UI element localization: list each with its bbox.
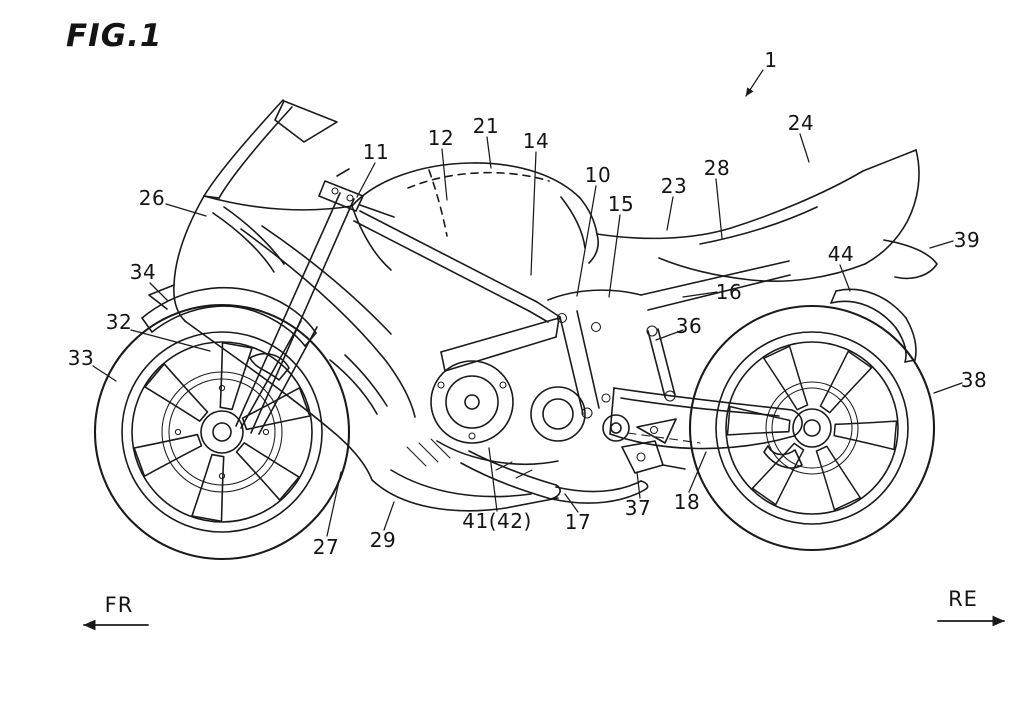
ref-label-12: 12 (427, 126, 455, 150)
rear-shock (636, 325, 677, 444)
exhaust (460, 450, 649, 504)
leader-11 (356, 162, 376, 198)
leader-24 (799, 133, 810, 163)
rear-wheel (688, 304, 936, 552)
ref-label-39: 39 (953, 228, 981, 252)
leader-34 (149, 282, 169, 302)
ref-label-18: 18 (673, 490, 701, 514)
ref-label-44: 44 (827, 242, 855, 266)
motorcycle-drawing (83, 69, 1005, 631)
leader-27 (326, 471, 342, 537)
leader-29 (383, 501, 395, 531)
leader-23 (666, 196, 674, 231)
ref-label-37: 37 (624, 496, 652, 520)
ref-label-21: 21 (472, 114, 500, 138)
seat-tail (596, 149, 938, 283)
front-fender (141, 286, 317, 347)
rear-hugger (830, 288, 917, 363)
leader-38 (933, 382, 963, 394)
leader-15 (608, 214, 621, 298)
leader-26 (165, 203, 207, 217)
engine (430, 317, 586, 466)
frame (353, 210, 791, 419)
leader-17 (564, 493, 579, 513)
leader-14 (530, 151, 537, 276)
leader-44 (839, 264, 851, 292)
ref-label-33: 33 (67, 346, 95, 370)
ref-label-38: 38 (960, 368, 988, 392)
leader-37 (636, 471, 641, 499)
swingarm (602, 387, 803, 469)
ref-label-11: 11 (362, 140, 390, 164)
front-direction-label: FR (104, 593, 134, 617)
leader-33 (92, 365, 117, 382)
ref-label-36: 36 (675, 314, 703, 338)
ref-label-32: 32 (105, 310, 133, 334)
leader-lines (92, 69, 963, 537)
ref-label-17: 17 (564, 510, 592, 534)
rear-direction-label: RE (948, 587, 978, 611)
leader-28 (715, 178, 723, 239)
leader-41-42 (488, 447, 498, 512)
leader-39 (929, 240, 954, 249)
ref-label-24: 24 (787, 111, 815, 135)
leader-16 (682, 291, 718, 298)
ref-label-34: 34 (129, 260, 157, 284)
leader-21 (486, 136, 492, 169)
ref-label-23: 23 (660, 174, 688, 198)
fuel-tank (351, 162, 599, 271)
ref-label-29: 29 (369, 528, 397, 552)
leader-32 (130, 329, 211, 352)
direction-arrows (83, 615, 1005, 631)
front-fork (235, 168, 395, 435)
front-fairing (148, 99, 559, 512)
ref-label-14: 14 (522, 129, 550, 153)
ref-label-41-42: 41(42) (462, 509, 532, 533)
leader-18 (688, 451, 707, 493)
leader-12 (441, 148, 448, 201)
front-wheel (93, 303, 351, 561)
ref-label-15: 15 (607, 192, 635, 216)
leader-10 (576, 185, 597, 297)
leader-36 (655, 329, 684, 341)
ref-label-10: 10 (584, 163, 612, 187)
footpeg-bracket (621, 440, 686, 474)
ref-label-16: 16 (715, 280, 743, 304)
ref-label-28: 28 (703, 156, 731, 180)
ref-label-1: 1 (764, 48, 778, 72)
ref-label-26: 26 (138, 186, 166, 210)
figure-title: FIG.1 (66, 18, 163, 54)
ref-label-27: 27 (312, 535, 340, 559)
leader-1 (745, 69, 764, 97)
